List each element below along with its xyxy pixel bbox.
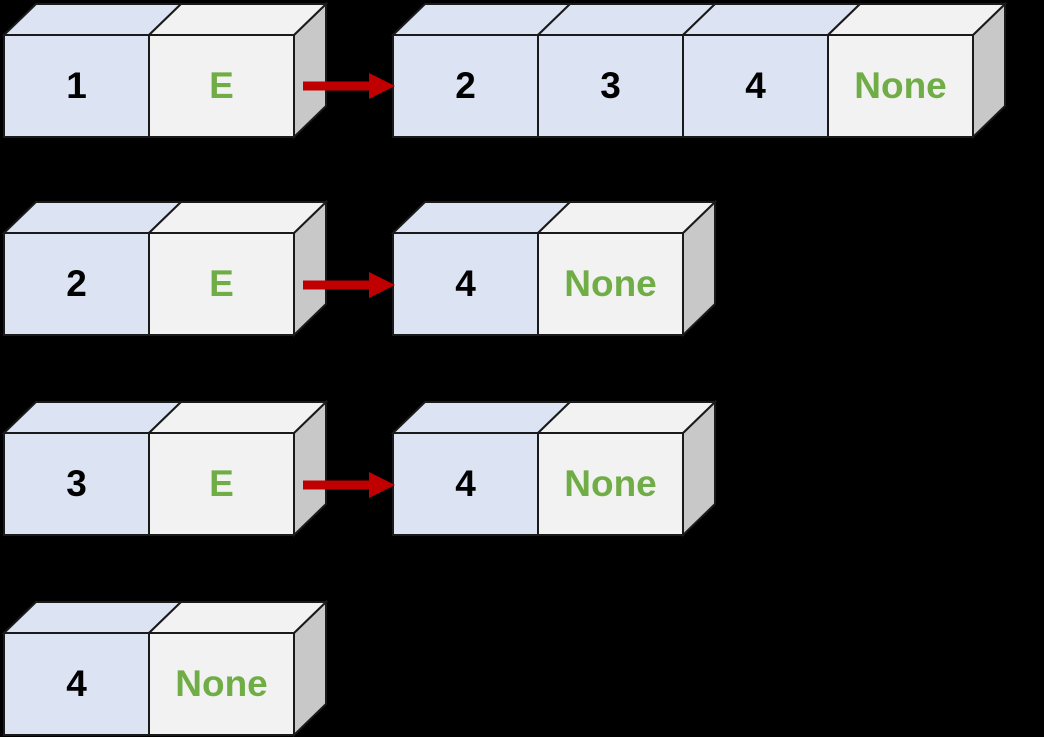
- block-1-left-cell-0-label: 1: [66, 65, 87, 106]
- block-2-right-cell-0[interactable]: [392, 232, 539, 336]
- block-1-left-cell-1-label: E: [209, 65, 234, 106]
- block-1-left-cell-0[interactable]: [3, 34, 150, 138]
- block-4-left-cell-0[interactable]: [3, 632, 150, 736]
- block-2-left-cell-1-label: E: [209, 263, 234, 304]
- block-3-right-cell-1[interactable]: [537, 432, 684, 536]
- arrow-row-2-head-icon: [369, 272, 395, 298]
- block-4-left-cell-1-label: None: [175, 663, 268, 704]
- block-2-left-cell-1-top-face: [146, 201, 329, 234]
- block-2-right[interactable]: 4 None: [390, 199, 718, 338]
- block-3-right[interactable]: 4 None: [390, 399, 718, 538]
- block-2-left-cell-0[interactable]: [3, 232, 150, 336]
- block-1-right[interactable]: 2 3 4 None: [390, 1, 1008, 140]
- block-3-left-cell-0-label: 3: [66, 463, 87, 504]
- row-4: 4 None: [1, 599, 329, 737]
- block-3-right-cell-0[interactable]: [392, 432, 539, 536]
- block-4-left-cell-1-top-face: [146, 601, 329, 634]
- block-2-right-cell-1[interactable]: [537, 232, 684, 336]
- block-2-right-cell-0-label: 4: [455, 263, 476, 304]
- block-4-left[interactable]: 4 None: [1, 599, 329, 737]
- arrow-row-3-head-icon: [369, 472, 395, 498]
- block-3-right-cell-1-label: None: [564, 463, 657, 504]
- block-2-right-cell-1-top-face: [535, 201, 718, 234]
- block-3-right-cell-1-top-face: [535, 401, 718, 434]
- arrow-row-3: [303, 472, 395, 498]
- block-3-left-cell-0[interactable]: [3, 432, 150, 536]
- block-1-right-cell-0-label: 2: [455, 65, 476, 106]
- block-4-left-cell-0-label: 4: [66, 663, 87, 704]
- block-3-left-cell-1-top-face: [146, 401, 329, 434]
- block-1-right-cell-1-label: 3: [600, 65, 621, 106]
- block-1-right-cell-2-label: 4: [745, 65, 766, 106]
- block-1-right-cell-0[interactable]: [392, 34, 539, 138]
- block-2-left-cell-1[interactable]: [148, 232, 295, 336]
- block-3-left-cell-1-label: E: [209, 463, 234, 504]
- block-1-right-cell-3-top-face: [825, 3, 1008, 36]
- arrow-row-1: [303, 73, 395, 99]
- block-1-right-cell-3-label: None: [854, 65, 947, 106]
- block-3-right-cell-0-label: 4: [455, 463, 476, 504]
- arrow-row-1-head-icon: [369, 73, 395, 99]
- block-2-left-cell-0-label: 2: [66, 263, 87, 304]
- block-2-right-cell-1-label: None: [564, 263, 657, 304]
- block-1-left-cell-1[interactable]: [148, 34, 295, 138]
- block-1-right-cell-3[interactable]: [827, 34, 974, 138]
- block-1-right-cell-2[interactable]: [682, 34, 829, 138]
- block-4-left-cell-1[interactable]: [148, 632, 295, 736]
- block-1-left-cell-1-top-face: [146, 3, 329, 36]
- block-3-left-cell-1[interactable]: [148, 432, 295, 536]
- arrow-row-2: [303, 272, 395, 298]
